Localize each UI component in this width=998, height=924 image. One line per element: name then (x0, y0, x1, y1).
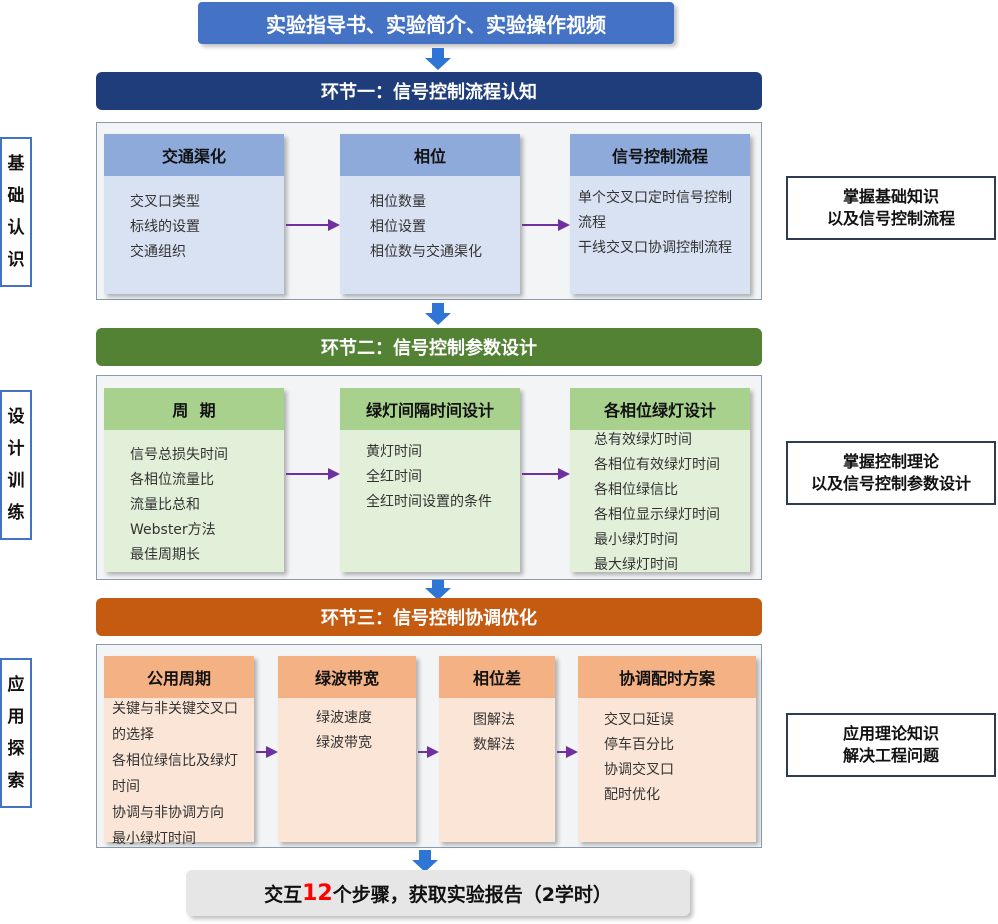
card-item: 黄灯时间 (366, 444, 422, 460)
side-char: 训 (7, 471, 25, 491)
stage-2-bar: 环节二：信号控制参数设计 (96, 328, 762, 366)
right-arrow-icon (522, 218, 570, 232)
card-item: 各相位显示绿灯时间 (594, 507, 720, 523)
card-item: 相位数与交通渠化 (370, 244, 482, 260)
side-label-application: 应 用 探 索 (0, 658, 32, 808)
down-arrow-icon (425, 578, 451, 600)
card-item: 配时优化 (604, 787, 660, 803)
goal-box-1: 掌握基础知识 以及信号控制流程 (786, 176, 996, 240)
card-phase-green: 各相位绿灯设计 总有效绿灯时间 各相位有效绿灯时间 各相位绿信比 各相位显示绿灯… (570, 388, 750, 573)
card-item: 各相位有效绿灯时间 (594, 457, 720, 473)
side-char: 索 (7, 771, 25, 791)
card-item: 各相位绿信比 (594, 482, 678, 498)
side-char: 探 (7, 739, 25, 759)
card-item: 总有效绿灯时间 (594, 432, 692, 448)
side-label-foundation: 基 础 认 识 (0, 137, 32, 287)
right-arrow-icon (286, 467, 340, 481)
card-item: 停车百分比 (604, 737, 674, 753)
card-title: 协调配时方案 (578, 656, 756, 698)
stage-1-bar: 环节一：信号控制流程认知 (96, 72, 762, 110)
card-item: 绿波带宽 (316, 735, 372, 751)
right-arrow-icon (557, 745, 578, 759)
card-item: 绿波速度 (316, 710, 372, 726)
card-item: 单个交叉口定时信号控制流程 (578, 190, 732, 231)
card-item: 数解法 (473, 737, 515, 753)
card-title: 绿波带宽 (278, 656, 416, 698)
card-title: 绿灯间隔时间设计 (340, 388, 520, 430)
card-item: 信号总损失时间 (130, 447, 228, 463)
side-char: 础 (7, 186, 25, 206)
card-green-wave: 绿波带宽 绿波速度 绿波带宽 (278, 656, 416, 842)
card-green-interval: 绿灯间隔时间设计 黄灯时间 全红时间 全红时间设置的条件 (340, 388, 520, 572)
card-item: 最佳周期长 (130, 547, 200, 563)
goal-box-3: 应用理论知识 解决工程问题 (786, 713, 996, 777)
down-arrow-icon (425, 303, 451, 325)
right-arrow-icon (286, 218, 340, 232)
stage-3-bar: 环节三：信号控制协调优化 (96, 598, 762, 636)
goal-line: 以及信号控制流程 (826, 209, 955, 228)
card-coordinated-timing: 协调配时方案 交叉口延误 停车百分比 协调交叉口 配时优化 (578, 656, 756, 842)
card-title: 交通渠化 (104, 134, 284, 176)
card-item: 最大绿灯时间 (594, 557, 678, 573)
card-item: 图解法 (473, 712, 515, 728)
card-item: 全红时间 (366, 469, 422, 485)
side-char: 应 (7, 675, 25, 695)
right-arrow-icon (418, 745, 439, 759)
card-item: Webster方法 (130, 522, 216, 538)
card-item: 干线交叉口协调控制流程 (578, 240, 732, 256)
card-item: 交叉口延误 (604, 712, 674, 728)
down-arrow-icon (425, 48, 451, 70)
card-item: 交通组织 (130, 244, 186, 260)
right-arrow-icon (522, 467, 570, 481)
side-char: 用 (7, 707, 25, 727)
card-title: 相位 (340, 134, 520, 176)
right-arrow-icon (256, 745, 278, 759)
side-char: 基 (7, 154, 25, 174)
card-signal-flow: 信号控制流程 单个交叉口定时信号控制流程 干线交叉口协调控制流程 (570, 134, 750, 294)
card-common-cycle: 公用周期 关键与非关键交叉口的选择 各相位绿信比及绿灯时间 协调与非协调方向 最… (104, 656, 254, 847)
down-arrow-icon (412, 850, 438, 872)
goal-box-2: 掌握控制理论 以及信号控制参数设计 (786, 441, 996, 505)
card-item: 流量比总和 (130, 497, 200, 513)
goal-line: 掌握控制理论 (842, 452, 939, 471)
footer-suffix: 个步骤，获取实验报告（2学时） (332, 883, 612, 906)
card-item: 各相位绿信比及绿灯时间 (112, 753, 238, 795)
card-channelization: 交通渠化 交叉口类型 标线的设置 交通组织 (104, 134, 284, 294)
side-char: 识 (7, 250, 25, 270)
card-item: 相位数量 (370, 194, 426, 210)
card-title: 相位差 (439, 656, 555, 698)
side-label-design: 设 计 训 练 (0, 390, 32, 540)
card-title: 公用周期 (104, 656, 254, 698)
goal-line: 解决工程问题 (842, 746, 939, 765)
card-item: 各相位流量比 (130, 472, 214, 488)
side-char: 设 (7, 407, 25, 427)
goal-line: 应用理论知识 (842, 724, 939, 743)
card-item: 协调与非协调方向 (112, 805, 224, 821)
goal-line: 以及信号控制参数设计 (810, 474, 971, 493)
card-title: 周 期 (104, 388, 284, 430)
card-offset: 相位差 图解法 数解法 (439, 656, 555, 842)
footer-prefix: 交互 (264, 883, 303, 906)
side-char: 练 (7, 503, 25, 523)
card-title: 各相位绿灯设计 (570, 388, 750, 430)
card-item: 标线的设置 (130, 219, 200, 235)
card-cycle: 周 期 信号总损失时间 各相位流量比 流量比总和 Webster方法 最佳周期长 (104, 388, 284, 572)
card-item: 关键与非关键交叉口的选择 (112, 701, 238, 743)
card-item: 最小绿灯时间 (112, 831, 196, 847)
card-item: 相位设置 (370, 219, 426, 235)
step-count: 12 (302, 880, 333, 906)
side-char: 认 (7, 218, 25, 238)
side-char: 计 (7, 439, 25, 459)
goal-line: 掌握基础知识 (842, 187, 939, 206)
card-item: 交叉口类型 (130, 194, 200, 210)
resources-banner: 实验指导书、实验简介、实验操作视频 (198, 2, 674, 44)
card-item: 最小绿灯时间 (594, 532, 678, 548)
card-phase: 相位 相位数量 相位设置 相位数与交通渠化 (340, 134, 520, 294)
card-item: 协调交叉口 (604, 762, 674, 778)
card-item: 全红时间设置的条件 (366, 494, 492, 510)
card-title: 信号控制流程 (570, 134, 750, 176)
